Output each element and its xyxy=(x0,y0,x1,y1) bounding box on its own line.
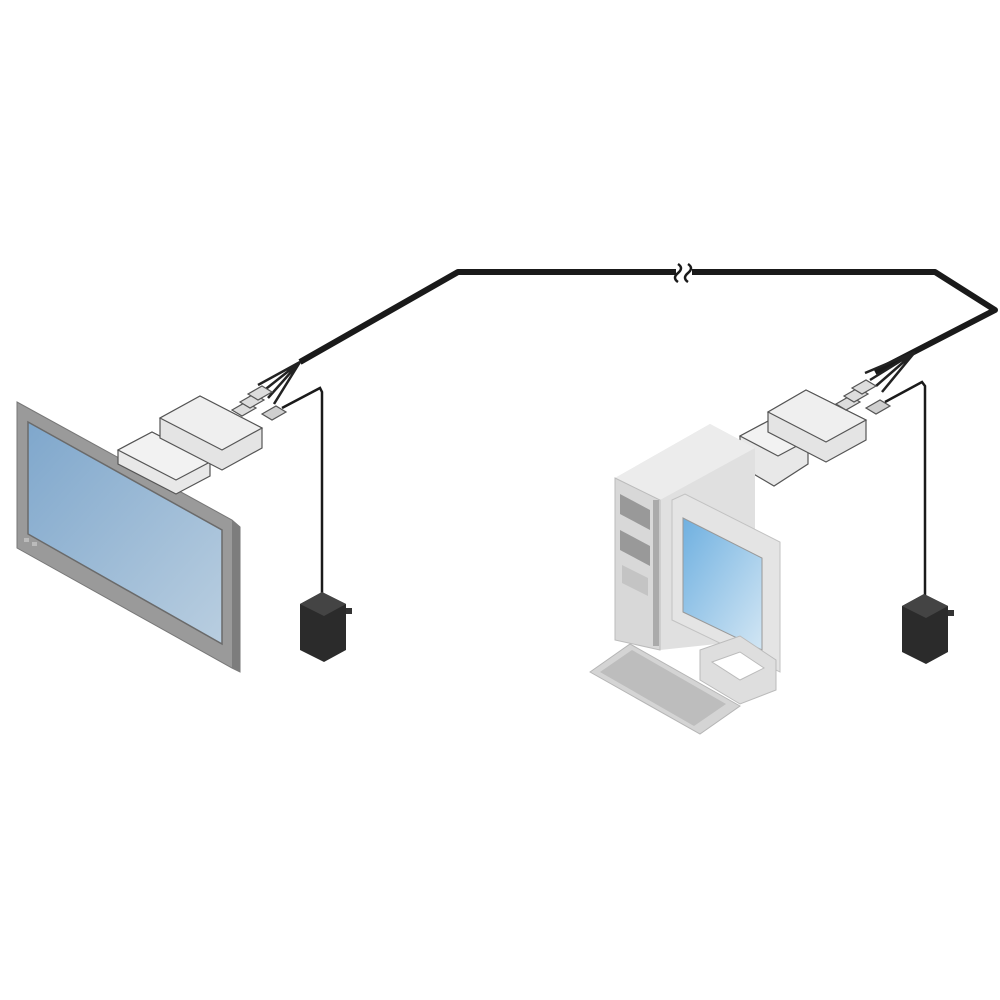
long-cable xyxy=(257,262,998,405)
drive-bay xyxy=(620,530,650,566)
display-button xyxy=(24,538,29,542)
power-adapter-left xyxy=(300,592,352,662)
keyboard xyxy=(589,643,741,735)
transmitter-dongle xyxy=(738,379,892,487)
power-adapter-right xyxy=(902,594,954,664)
power-cord-left xyxy=(281,386,324,594)
computer-monitor xyxy=(671,493,781,705)
power-cord-right xyxy=(884,380,927,596)
receiver-dongle xyxy=(116,385,288,495)
flat-panel-display xyxy=(16,401,241,673)
display-button xyxy=(32,542,37,546)
cable-break-icon xyxy=(673,262,693,284)
drive-bay xyxy=(620,494,650,530)
tower-vent xyxy=(653,500,659,646)
